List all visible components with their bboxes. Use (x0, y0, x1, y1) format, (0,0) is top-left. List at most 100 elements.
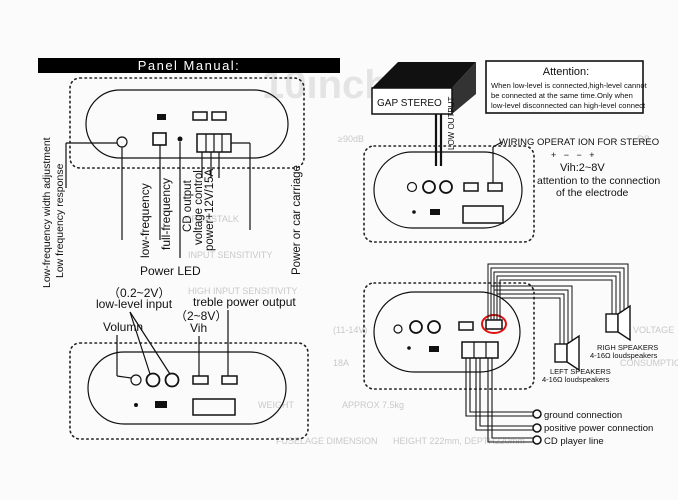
wiring-bottom-rca-left (409, 320, 423, 334)
bottom-panel-pill (87, 351, 287, 425)
wiring-top-led (412, 210, 416, 214)
title-bar (38, 58, 340, 73)
left-speakers-spec: 4-16Ω loudspeakers (542, 375, 610, 384)
power-led-label: Power LED (140, 264, 201, 278)
ghost-spec-8: FUSELAGE DIMENSION (276, 436, 378, 446)
power-car-label: Power or car carriage (291, 165, 303, 275)
wiring-top-switch (430, 209, 440, 215)
wiring-top-rca-left (422, 180, 436, 194)
left-speaker-icon (554, 334, 580, 372)
power-fuse-label: power+12V/15A (204, 169, 216, 251)
attention-line-3: low-level disconnected can high-level co… (491, 101, 646, 110)
bottom-panel (69, 310, 309, 440)
vih-range-label: Vih:2~8V (560, 162, 605, 174)
top-panel-pill (85, 89, 289, 159)
volumn-label: Volumn (103, 320, 143, 334)
stereo-box-front (371, 87, 453, 115)
cd-output-jack (192, 111, 208, 121)
wiring-top-knob (406, 181, 418, 193)
voltage-control-label: voltage control (193, 170, 205, 245)
cd-player-line-label: CD player line (544, 436, 604, 447)
speaker-wires (487, 263, 629, 344)
wiring-notes: WIRING OPERAT ION FOR STEREO + − − + Vih… (499, 137, 660, 199)
attention-line-2: be connected at the same time.Only when (491, 91, 633, 100)
vih-jack-left (192, 375, 209, 385)
voltage-jack (211, 111, 227, 121)
range-vih-label: （2~8V） (175, 309, 227, 323)
low-output-label: LOW OUTPUT (447, 97, 456, 150)
gap-stereo-label: GAP STEREO (377, 98, 442, 109)
left-speakers-label: LEFT SPEAKERS (550, 367, 611, 376)
low-level-input-label: low-level input (96, 297, 173, 311)
highlighted-jack (485, 319, 503, 330)
wiring-bottom-terminal (461, 341, 499, 359)
ghost-spec-5: VOLTAGE (633, 325, 674, 335)
ghost-spec-2: CROSSTALK (185, 214, 239, 224)
wiring-bottom-knob (393, 324, 403, 334)
ghost-spec-7: WEIGHT (258, 400, 294, 410)
electrode-line-1: attention to the connection (537, 175, 660, 187)
treble-power-output-label: treble power output (193, 295, 296, 309)
stereo-box-side (452, 62, 476, 114)
ghost-value-2: (11-14V) (333, 325, 367, 335)
top-panel (65, 77, 305, 258)
full-frequency-switch (152, 132, 167, 146)
wiring-bottom-led (407, 346, 411, 350)
polarity-label: + − − + (551, 150, 595, 160)
ghost-spec-1: DB (637, 134, 650, 144)
ghost-value-5: HEIGHT 222mm, DEPTH220mm (393, 436, 525, 446)
bottom-panel-dotted-frame (69, 342, 309, 440)
range-low-label: （0.2~2V） (108, 286, 170, 300)
wiring-top-panel (363, 114, 535, 243)
ground-connection-label: ground connection (544, 410, 622, 421)
wiring-bottom-panel (363, 282, 535, 390)
gap-stereo-unit: GAP STEREO LOW OUTPUT (371, 62, 476, 150)
switch-block (155, 401, 167, 408)
electrode-line-2: of the electrode (556, 187, 629, 199)
ghost-value-4: APPROX 7.5kg (342, 400, 404, 410)
terminal-block (192, 398, 236, 416)
low-frequency-label: low-frequency (138, 183, 152, 258)
connection-terminals (532, 409, 542, 445)
led-indicator (157, 114, 166, 120)
wiring-top-jack-2 (487, 182, 503, 192)
wiring-bottom-pill (373, 291, 521, 373)
wiring-bottom-switch (429, 346, 439, 352)
power-led (177, 136, 183, 142)
page-title: Panel Manual: (138, 58, 241, 73)
top-panel-dotted-frame (69, 77, 305, 169)
ghost-spec-4: HIGH INPUT SENSITIVITY (188, 286, 297, 296)
attention-title: Attention: (543, 66, 589, 78)
wiring-top-pill (373, 151, 523, 229)
volumn-knob (130, 374, 142, 386)
stereo-box-top (372, 62, 476, 88)
wiring-top-dotted-frame (363, 145, 535, 243)
vih-jack-right (221, 375, 238, 385)
low-frequency-width-label: Low-frequency width adjustment (41, 137, 53, 288)
top-panel-labels: Low-frequency width adjustment Low frequ… (41, 137, 303, 288)
led-dot (134, 403, 138, 407)
bottom-panel-labels: （0.2~2V） low-level input treble power ou… (96, 286, 296, 335)
ghost-spec-3: INPUT SENSITIVITY (188, 250, 272, 260)
ghost-value-3: 18A (333, 358, 349, 368)
right-speakers-spec: 4-16Ω loudspeakers (590, 351, 658, 360)
wiring-top-rca-right (439, 180, 453, 194)
right-speaker-icon (605, 304, 631, 342)
full-frequency-label: full-frequency (159, 178, 173, 250)
attention-line-1: When low-level is connected,high-level c… (491, 81, 648, 90)
wiring-bottom-rca-right (427, 320, 441, 334)
low-frequency-knob (116, 136, 128, 148)
wiring-top-terminal (462, 205, 504, 224)
ghost-value-1: ≥90dB (338, 134, 364, 144)
rca-left (145, 372, 161, 388)
rca-right (164, 372, 180, 388)
right-speakers-label: RIGH SPEAKERS (597, 343, 658, 352)
vih-label: Vih (190, 321, 207, 335)
ghost-spec-6: CONSUMPTION (620, 358, 678, 368)
low-frequency-response-label: Low frequency response (54, 163, 66, 278)
attention-box: Attention: When low-level is connected,h… (485, 60, 648, 114)
positive-power-label: positive power connection (544, 423, 653, 434)
wiring-bottom-dotted-frame (363, 282, 535, 390)
wiring-bottom-jack-1 (458, 321, 474, 331)
